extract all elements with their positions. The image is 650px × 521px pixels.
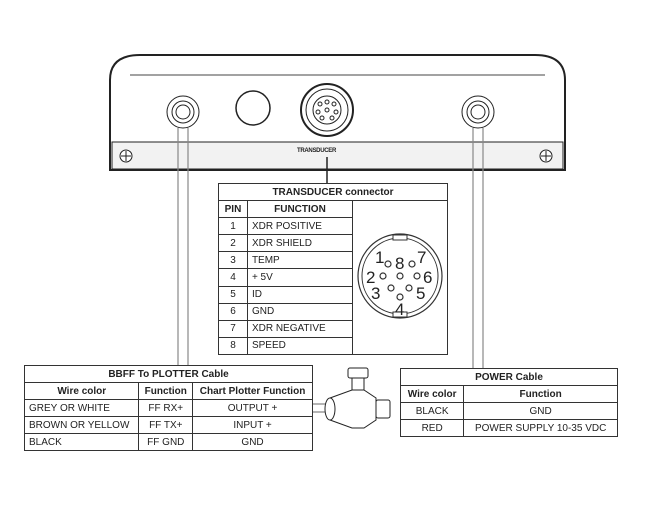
- pin-label: 1: [375, 248, 384, 267]
- column-header: Chart Plotter Function: [192, 382, 313, 400]
- transducer-socket: [300, 83, 354, 137]
- table-title: POWER Cable: [400, 368, 618, 386]
- pin-label: 4: [395, 300, 404, 319]
- screw-icon: [119, 149, 133, 163]
- screw-icon: [539, 149, 553, 163]
- cables: [177, 128, 484, 413]
- pin-label: 8: [395, 254, 404, 273]
- column-header: PIN: [218, 199, 248, 219]
- t-connector: [324, 367, 391, 429]
- table-title: TRANSDUCER connector: [218, 183, 448, 201]
- pin-label: 5: [416, 284, 425, 303]
- transducer-label: TRANSDUCER: [297, 148, 337, 154]
- plotter-cable-gland: [461, 95, 495, 129]
- pin-label: 3: [371, 284, 380, 303]
- pinout-diagram: 1 2 3 4 5 6 7 8: [352, 200, 448, 355]
- column-header: Function: [138, 382, 194, 400]
- table-row: 4+ 5V: [218, 268, 448, 287]
- pin-label: 6: [423, 268, 432, 287]
- column-header: Wire color: [399, 385, 465, 403]
- column-header: FUNCTION: [246, 199, 354, 219]
- column-header: Function: [463, 385, 618, 403]
- pin-label: 2: [366, 268, 375, 287]
- table-title: BBFF To PLOTTER Cable: [24, 365, 313, 383]
- power-cable-gland: [166, 95, 200, 129]
- blank-plug: [235, 90, 271, 126]
- column-header: Wire color: [23, 382, 140, 400]
- pin-label: 7: [417, 248, 426, 267]
